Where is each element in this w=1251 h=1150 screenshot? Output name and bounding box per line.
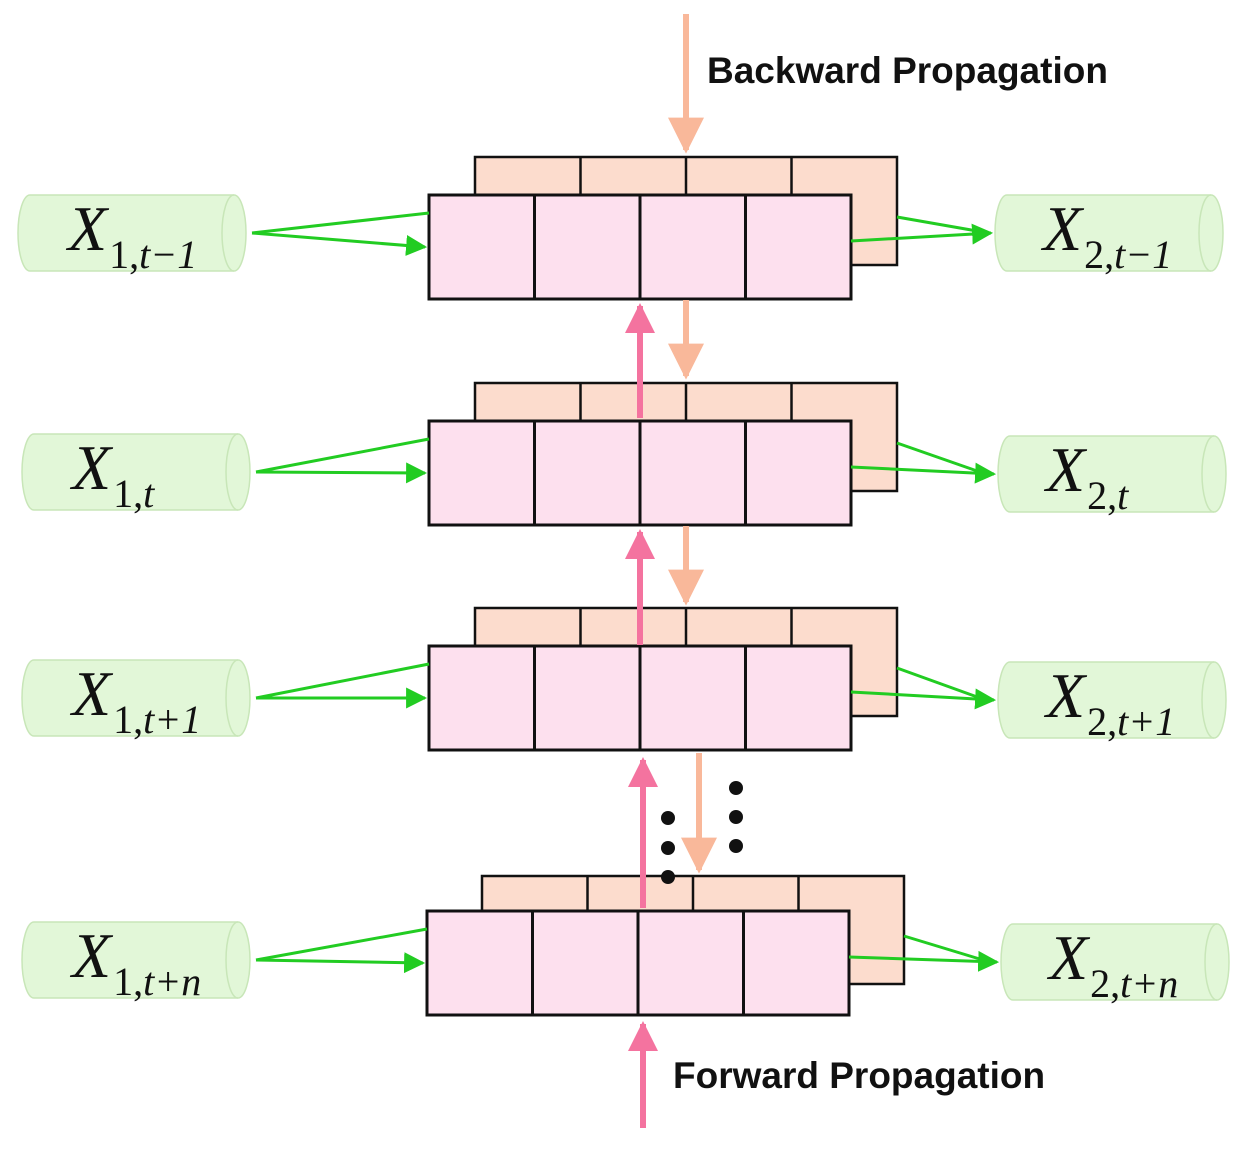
cylinder-rim (225, 433, 239, 511)
forward-to-output-arrow (850, 462, 997, 484)
input-node: X1,t−1 (17, 193, 247, 277)
variable-index: 1, (113, 959, 143, 1004)
input-to-forward-arrow (251, 231, 428, 256)
input-to-backward-edge (255, 437, 430, 474)
time-index: t+1 (143, 697, 201, 742)
forward-to-output-arrow (850, 223, 994, 245)
output-label: X2,t−1 (1040, 193, 1172, 277)
backward-to-output-edge (896, 441, 981, 474)
output-node: X2,t+1 (997, 660, 1227, 744)
output-node: X2,t (997, 434, 1227, 518)
time-index: t+n (143, 959, 201, 1004)
forward-propagation-label: Forward Propagation (673, 1055, 1045, 1096)
ellipsis-dot (661, 811, 675, 825)
cylinder-rim (221, 194, 235, 272)
backward-to-output-edge (903, 934, 984, 962)
variable-symbol: X (69, 432, 114, 503)
variable-symbol: X (1046, 922, 1091, 993)
input-node: X1,t+n (21, 920, 251, 1004)
input-to-forward-arrow (255, 952, 426, 974)
variable-index: 2, (1087, 699, 1117, 744)
cylinder-rim (225, 659, 239, 737)
input-to-backward-edge (255, 662, 430, 700)
variable-index: 1, (109, 232, 139, 277)
output-label: X2,t (1043, 434, 1129, 518)
variable-index: 2, (1087, 473, 1117, 518)
input-label: X1,t+1 (69, 658, 201, 742)
input-to-forward-arrow (255, 462, 428, 484)
time-index: t+n (1120, 961, 1178, 1006)
variable-symbol: X (65, 193, 110, 264)
ellipsis-dot (729, 781, 743, 795)
time-index: t (143, 471, 155, 516)
variable-symbol: X (69, 658, 114, 729)
output-node: X2,t−1 (994, 193, 1224, 277)
forward-to-output-arrow (850, 688, 997, 710)
input-label: X1,t (69, 432, 155, 516)
ellipsis-dot (729, 810, 743, 824)
backward-to-output-edge (896, 215, 978, 233)
input-label: X1,t−1 (65, 193, 197, 277)
cylinder-rim (225, 921, 239, 999)
backward-to-output-edge (896, 666, 981, 700)
variable-index: 2, (1084, 232, 1114, 277)
output-label: X2,t+1 (1043, 660, 1175, 744)
variable-index: 1, (113, 471, 143, 516)
input-to-backward-edge (251, 211, 430, 235)
ellipsis-dot (661, 870, 675, 884)
variable-index: 1, (113, 697, 143, 742)
ellipsis-dot (729, 839, 743, 853)
variable-symbol: X (1043, 434, 1088, 505)
cylinder-rim (1201, 435, 1215, 513)
propagation-arrows (625, 300, 717, 1128)
ellipsis-dots (661, 781, 743, 884)
variable-symbol: X (69, 920, 114, 991)
variable-index: 2, (1090, 961, 1120, 1006)
forward-to-output-arrow (848, 950, 1000, 972)
input-node: X1,t+1 (21, 658, 251, 742)
variable-symbol: X (1040, 193, 1085, 264)
cylinder-rim (1198, 194, 1212, 272)
time-index: t−1 (139, 232, 197, 277)
input-node: X1,t (21, 432, 251, 516)
time-index: t+1 (1117, 699, 1175, 744)
ellipsis-dot (661, 841, 675, 855)
input-label: X1,t+n (69, 920, 201, 1004)
cylinder-rim (1204, 923, 1218, 1001)
time-index: t (1117, 473, 1129, 518)
input-to-backward-edge (255, 927, 428, 962)
backward-propagation-label: Backward Propagation (707, 50, 1108, 91)
cylinder-rim (1201, 661, 1215, 739)
output-label: X2,t+n (1046, 922, 1178, 1006)
time-index: t−1 (1114, 232, 1172, 277)
variable-symbol: X (1043, 660, 1088, 731)
output-node: X2,t+n (1000, 922, 1230, 1006)
